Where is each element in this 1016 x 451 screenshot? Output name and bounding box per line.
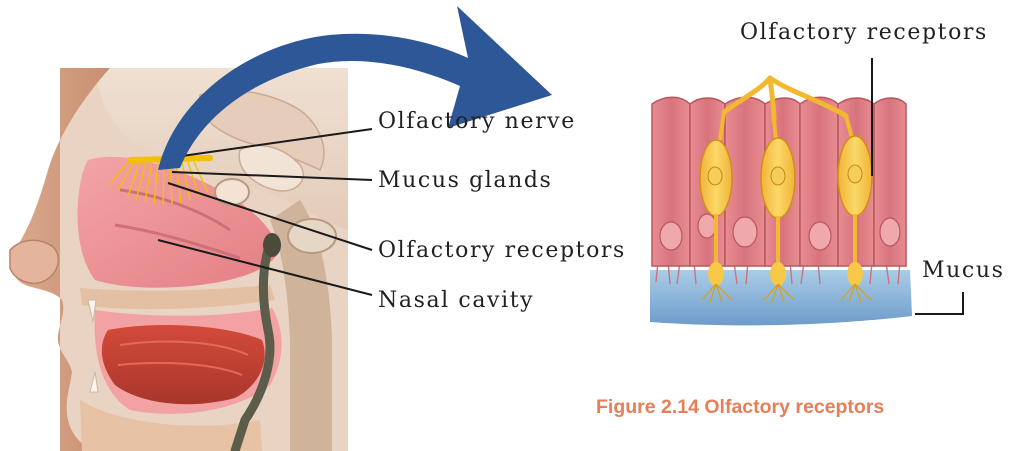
label-olfactory-nerve: Olfactory nerve	[378, 111, 576, 133]
label-olfactory-receptors-left: Olfactory receptors	[378, 240, 626, 262]
label-nasal-cavity: Nasal cavity	[378, 290, 534, 312]
figure-caption: Figure 2.14 Olfactory receptors	[596, 398, 884, 418]
label-mucus-glands: Mucus glands	[378, 170, 552, 192]
leader-mucus	[915, 292, 963, 314]
label-olfactory-receptors-right: Olfactory receptors	[740, 22, 988, 44]
label-mucus: Mucus	[922, 260, 1004, 282]
